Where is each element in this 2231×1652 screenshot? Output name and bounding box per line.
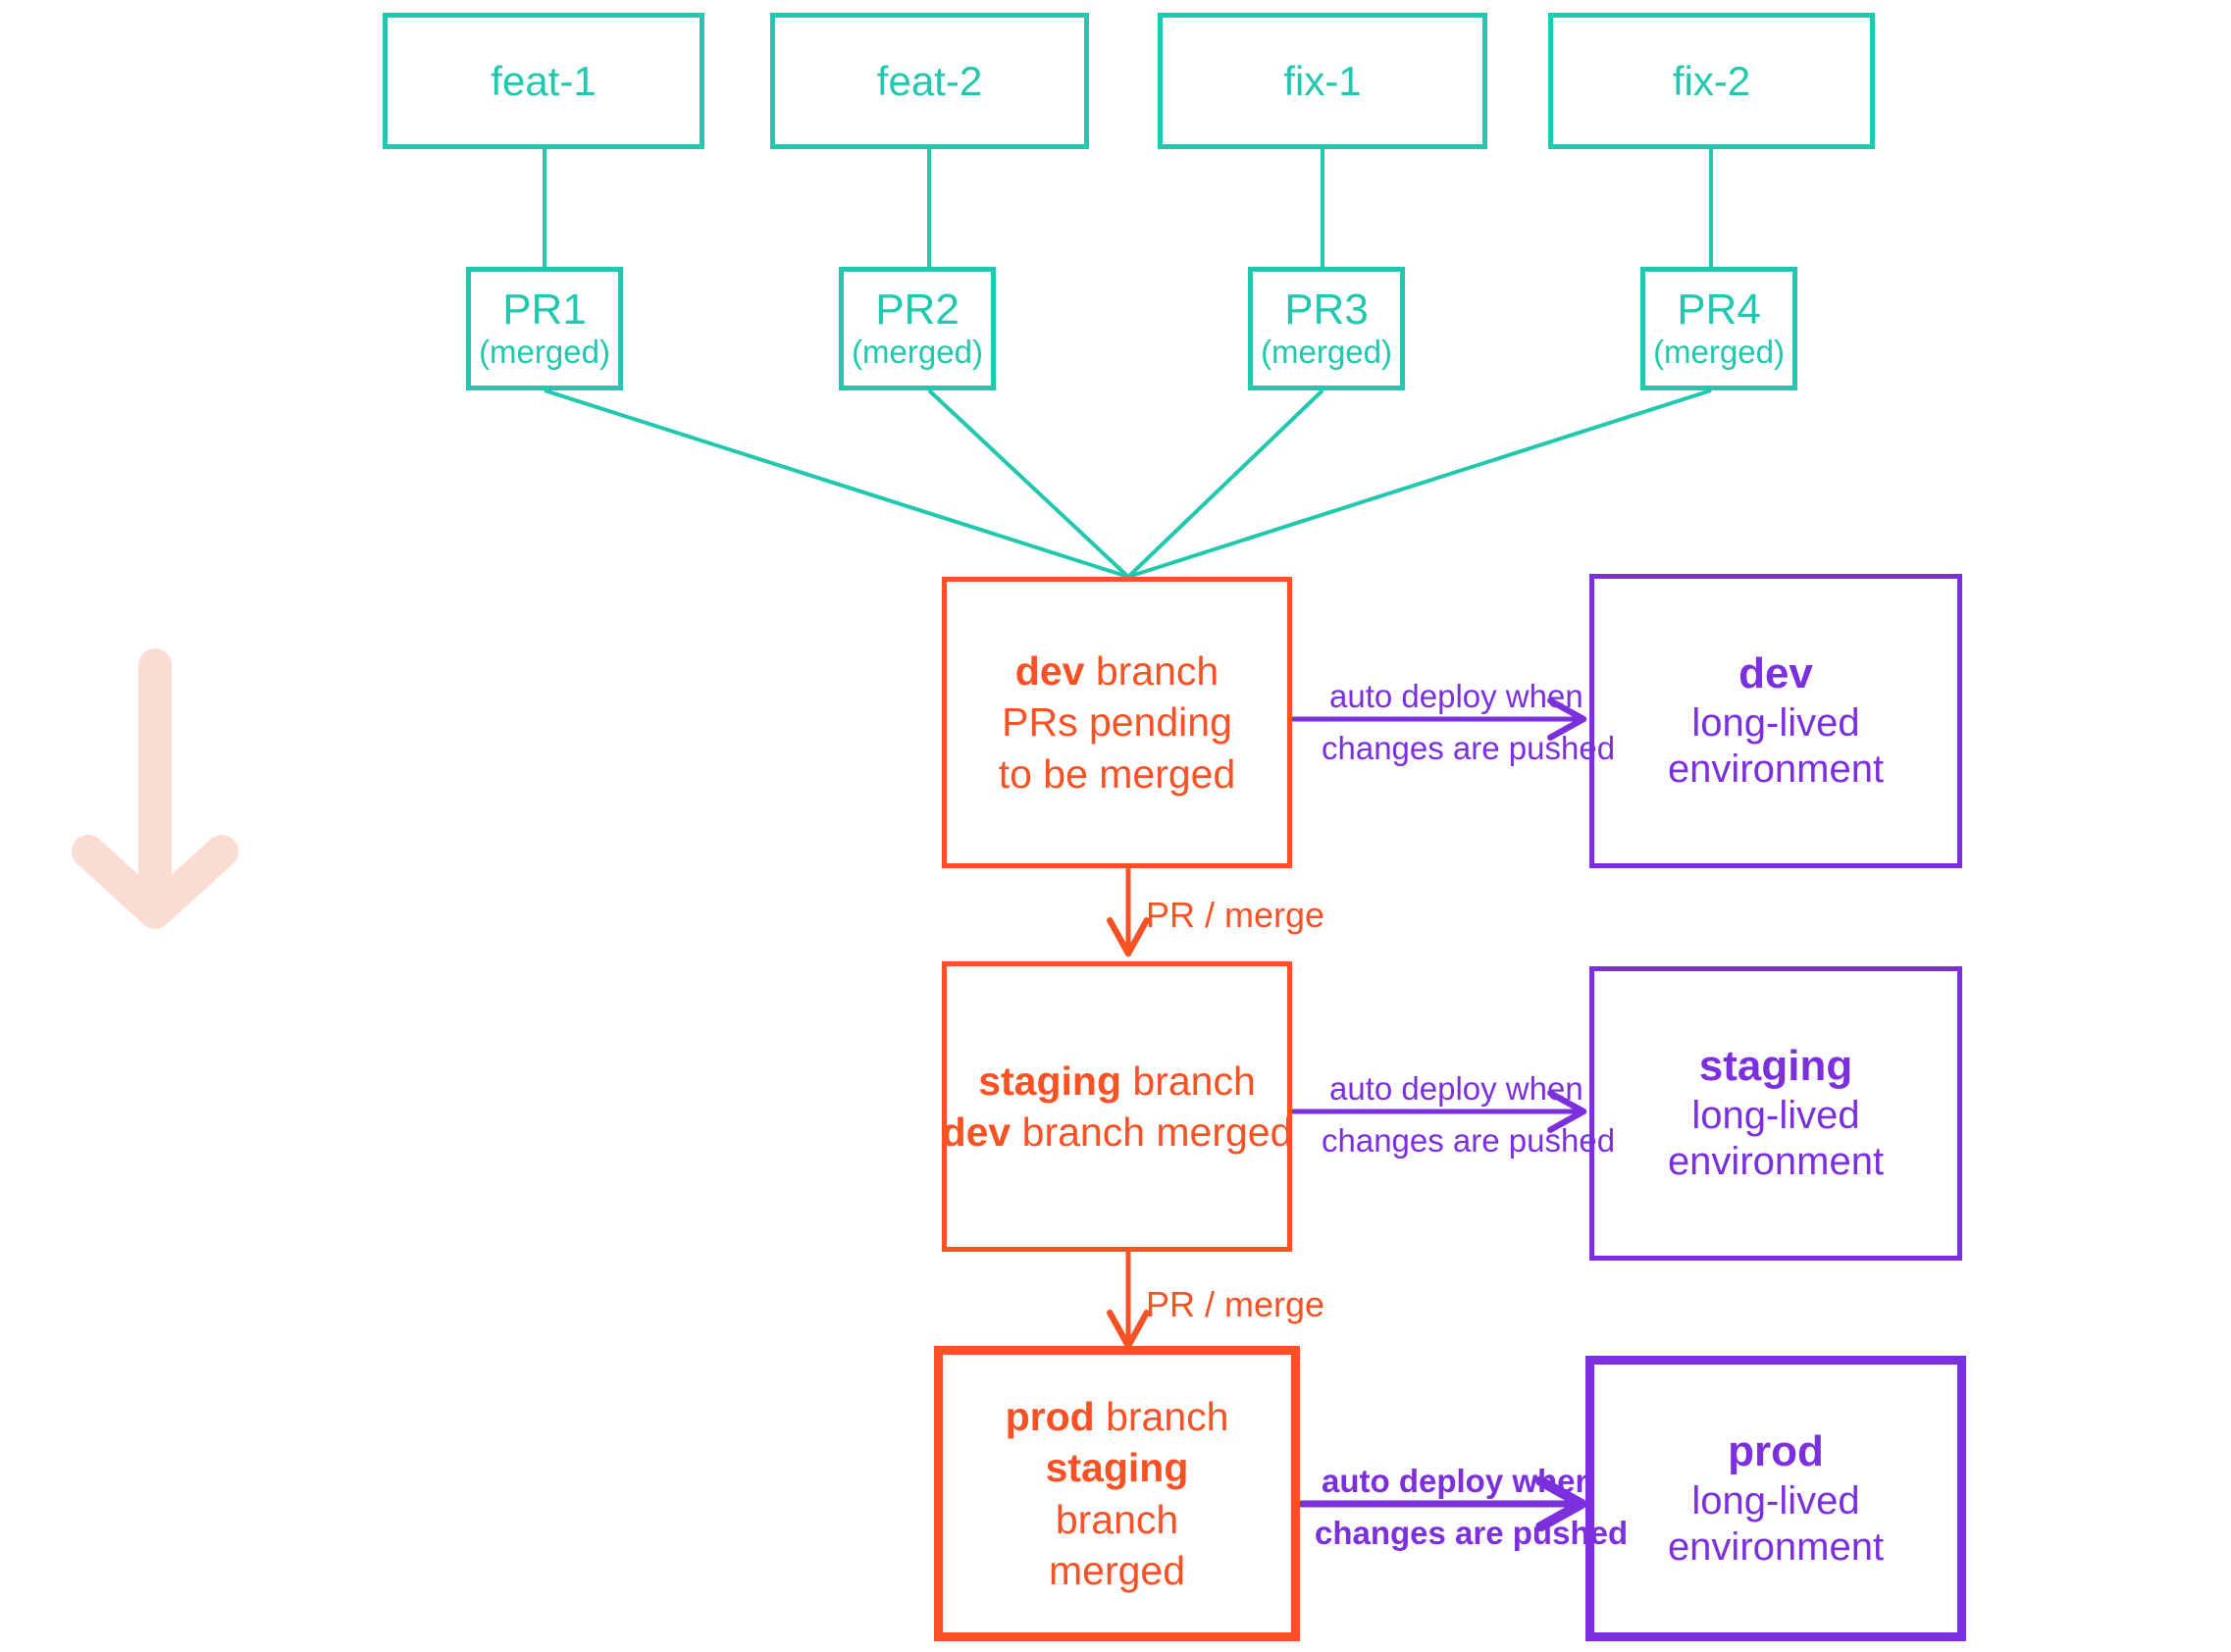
environment-name: staging (1698, 1042, 1853, 1091)
branch-title: prod branch (1006, 1391, 1229, 1442)
branch-detail-text: branch merged (1021, 1110, 1293, 1155)
node-branch-dev[interactable]: dev branch PRs pending to be merged (942, 577, 1292, 868)
environment-sub-line2: environment (1667, 1524, 1885, 1569)
environment-sub-line1: long-lived (1691, 1478, 1860, 1523)
node-pull-request-pr2[interactable]: PR2 (merged) (839, 267, 996, 390)
branch-detail-bold: dev (941, 1110, 1012, 1155)
environment-sub-line2: environment (1667, 1140, 1885, 1184)
pr-status: (merged) (852, 333, 983, 370)
environment-sub-line1: long-lived (1691, 701, 1860, 746)
node-branch-staging[interactable]: staging branch dev branch merged (942, 961, 1292, 1252)
branch-name: prod (1005, 1393, 1095, 1439)
deploy-label-prod-bottom: changes are pushed (1315, 1515, 1629, 1551)
node-label: fix-1 (1283, 57, 1362, 104)
environment-sub-line1: long-lived (1691, 1094, 1860, 1138)
environment-name: prod (1728, 1426, 1824, 1475)
edge-pr1-dev (544, 388, 1129, 579)
node-environment-staging[interactable]: staging long-lived environment (1589, 966, 1962, 1261)
node-feature-branch-fix-2[interactable]: fix-2 (1548, 13, 1875, 149)
node-feature-branch-feat-2[interactable]: feat-2 (770, 13, 1089, 149)
deploy-label-staging-top: auto deploy when (1329, 1070, 1583, 1107)
pr-label: PR1 (502, 284, 587, 334)
node-environment-prod[interactable]: prod long-lived environment (1585, 1356, 1966, 1641)
pr-status: (merged) (1653, 333, 1785, 370)
edge-pr3-dev (1126, 388, 1324, 579)
pr-status: (merged) (479, 333, 610, 370)
branch-suffix: branch (1132, 1058, 1256, 1104)
deploy-label-dev-top: auto deploy when (1329, 678, 1583, 714)
node-pull-request-pr4[interactable]: PR4 (merged) (1640, 267, 1797, 390)
downward-progression-arrow (72, 648, 238, 929)
merge-label-staging-prod: PR / merge (1146, 1284, 1325, 1324)
node-pull-request-pr1[interactable]: PR1 (merged) (466, 267, 623, 390)
environment-name: dev (1738, 649, 1813, 698)
deploy-label-staging-bottom: changes are pushed (1322, 1122, 1616, 1159)
branch-title: dev branch (1015, 645, 1219, 697)
branch-detail: dev branch merged (942, 1107, 1293, 1158)
branch-detail-text: branch merged (1048, 1496, 1185, 1593)
node-environment-dev[interactable]: dev long-lived environment (1589, 574, 1962, 868)
branch-detail: PRs pending to be merged (998, 699, 1236, 797)
branch-detail-bold: staging (1045, 1445, 1189, 1491)
branch-name: dev (1014, 647, 1085, 694)
node-feature-branch-fix-1[interactable]: fix-1 (1158, 13, 1487, 149)
deploy-label-dev-bottom: changes are pushed (1322, 730, 1616, 766)
branch-title: staging branch (978, 1056, 1256, 1107)
merge-label-dev-staging: PR / merge (1146, 895, 1325, 935)
edge-pr4-dev (1127, 388, 1712, 579)
environment-sub-line2: environment (1667, 748, 1885, 792)
node-label: fix-2 (1672, 57, 1751, 104)
edge-pr2-dev (927, 388, 1130, 579)
node-feature-branch-feat-1[interactable]: feat-1 (383, 13, 704, 149)
pr-label: PR2 (875, 284, 960, 334)
branch-suffix: branch (1106, 1393, 1229, 1439)
pr-status: (merged) (1261, 333, 1392, 370)
branch-name: staging (978, 1058, 1121, 1104)
node-label: feat-2 (876, 57, 983, 104)
node-pull-request-pr3[interactable]: PR3 (merged) (1248, 267, 1405, 390)
deploy-label-prod-top: auto deploy when (1322, 1463, 1595, 1499)
node-branch-prod[interactable]: prod branch staging branch merged (934, 1346, 1300, 1641)
branch-suffix: branch (1095, 647, 1219, 694)
pr-label: PR4 (1677, 284, 1761, 334)
pr-label: PR3 (1284, 284, 1369, 334)
branch-detail: staging branch merged (987, 1442, 1247, 1596)
node-label: feat-1 (491, 57, 597, 104)
